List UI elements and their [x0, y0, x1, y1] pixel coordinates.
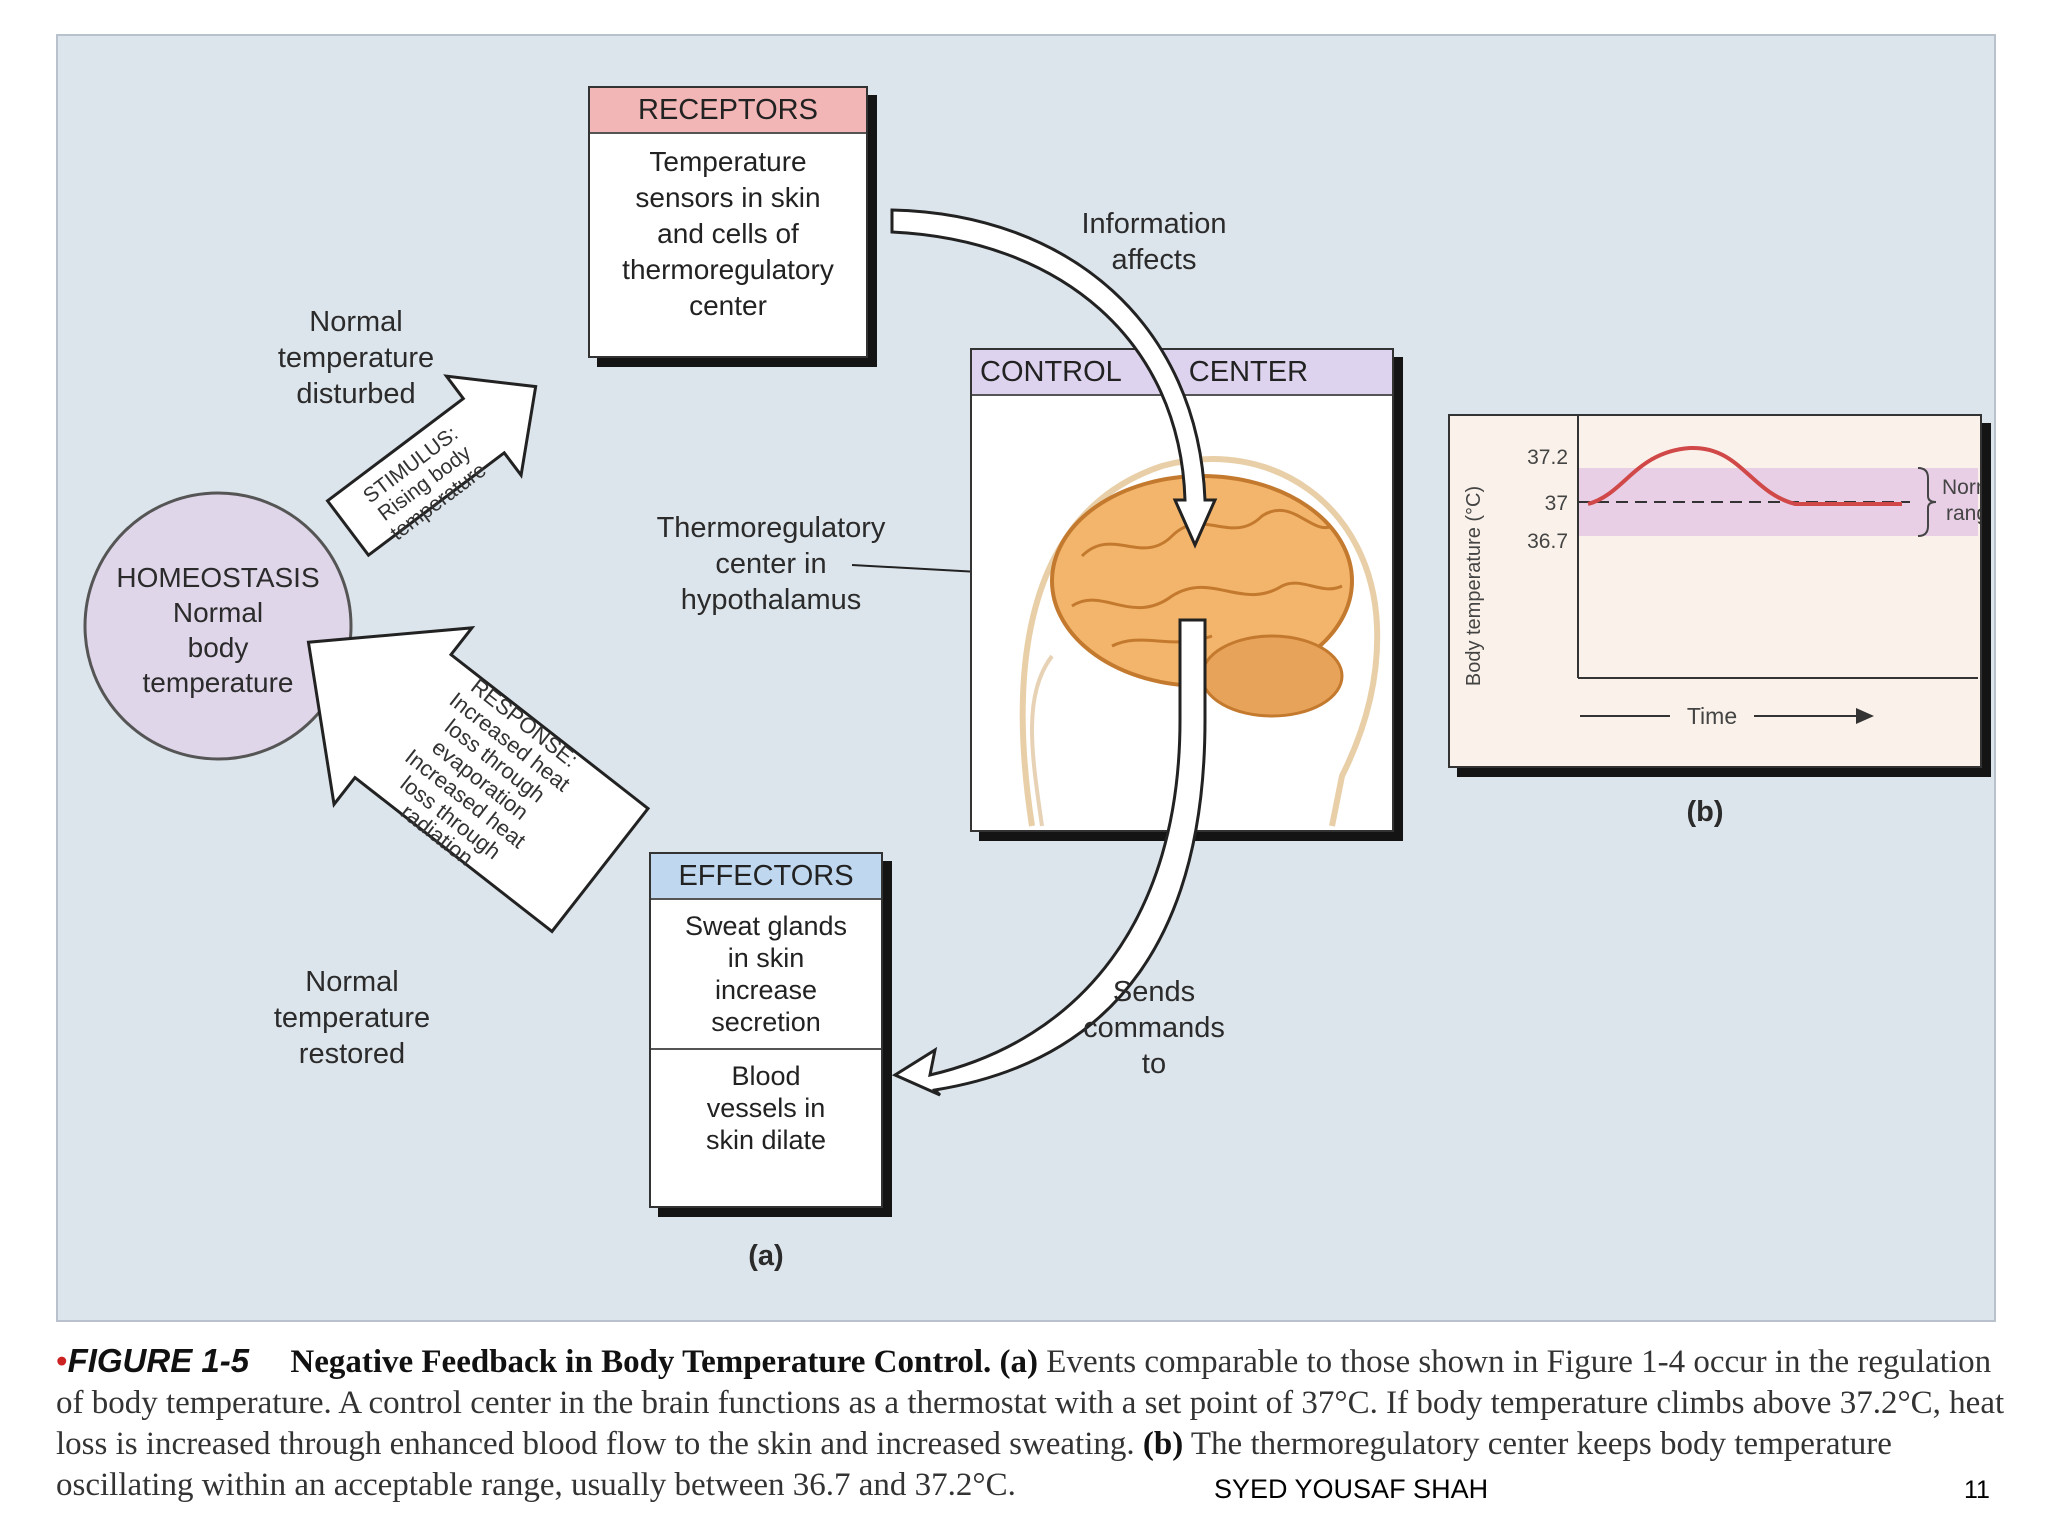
temperature-graph-box: 37.2 37 36.7 Body temperature (°C) Norma… [1448, 414, 2010, 768]
caption-text-b: The thermoregulatory center keeps body t… [56, 1426, 1892, 1503]
homeostasis-line-4: temperature [142, 667, 294, 698]
caption-a-marker: (a) [999, 1344, 1039, 1380]
stimulus-arrow: STIMULUS: Rising body temperature [325, 374, 538, 558]
sends-commands-line-2: commands [1083, 1012, 1225, 1044]
effectors-box: EFFECTORS Sweat glands in skin increase … [649, 852, 883, 1208]
receptors-line-3: and cells of [657, 218, 799, 249]
homeostasis-line-1: HOMEOSTASIS [116, 562, 320, 593]
range-brace [1917, 467, 1937, 537]
normal-disturbed-line-1: Normal [309, 306, 403, 338]
control-center-title-right: CENTER [1188, 356, 1309, 388]
effectors-cell-2: Blood vessels in skin dilate [651, 1050, 881, 1166]
information-affects-label: Information affects [1054, 206, 1254, 278]
range-label-2: range [1946, 502, 1980, 525]
receptors-line-4: thermoregulatory [622, 254, 834, 285]
sends-commands-line-1: Sends [1112, 976, 1196, 1008]
control-center-box: CONTROL CENTER [970, 348, 1394, 832]
author-footer: SYED YOUSAF SHAH [1214, 1474, 1489, 1505]
thermo-line-3: hypothalamus [680, 584, 862, 616]
caption-text-a: Events comparable to those shown in Figu… [56, 1344, 2005, 1462]
sends-commands-line-3: to [1141, 1048, 1167, 1080]
y-tick-37-2: 37.2 [1527, 446, 1568, 469]
receptors-box: RECEPTORS Temperature sensors in skin an… [588, 86, 868, 358]
normal-disturbed-line-3: disturbed [296, 378, 416, 410]
homeostasis-line-3: body [187, 632, 249, 663]
panel-b-label: (b) [1686, 796, 1724, 828]
normal-restored-line-3: restored [298, 1038, 406, 1070]
effectors-cell2-line-1: Blood [731, 1061, 801, 1091]
effectors-cell1-line-2: in skin [727, 943, 805, 973]
homeostasis-circle [83, 491, 353, 761]
effectors-cell2-line-3: skin dilate [705, 1125, 827, 1155]
face-outline [1030, 654, 1054, 827]
receptors-text: Temperature sensors in skin and cells of… [590, 134, 866, 334]
y-tick-36-7: 36.7 [1527, 530, 1568, 553]
time-arrowhead [1856, 708, 1874, 724]
caption-figure-number: FIGURE 1-5 [67, 1342, 250, 1379]
effectors-cell1-line-4: secretion [711, 1007, 821, 1037]
effectors-cell1-line-3: increase [714, 975, 818, 1005]
information-affects-line-1: Information [1081, 208, 1227, 240]
effectors-cell-1: Sweat glands in skin increase secretion [651, 900, 881, 1050]
temperature-graph: 37.2 37 36.7 Body temperature (°C) Norma… [1463, 416, 2010, 729]
temperature-curve [1587, 445, 1902, 506]
thermo-line-1: Thermoregulatory [656, 512, 886, 544]
panel-a-label: (a) [748, 1240, 784, 1272]
receptors-line-5: center [689, 290, 767, 321]
slide-number: 11 [1964, 1476, 1990, 1504]
caption-b-marker: (b) [1142, 1426, 1184, 1462]
effectors-title: EFFECTORS [651, 854, 881, 900]
caption-title: Negative Feedback in Body Temperature Co… [290, 1344, 992, 1380]
normal-restored-line-2: temperature [273, 1002, 431, 1034]
receptors-line-1: Temperature [649, 146, 807, 177]
normal-disturbed-line-2: temperature [277, 342, 435, 374]
normal-disturbed-label: Normal temperature disturbed [236, 304, 476, 412]
homeostasis-text: HOMEOSTASIS Normal body temperature [88, 560, 348, 700]
information-affects-line-2: affects [1111, 244, 1197, 276]
effectors-cell2-line-2: vessels in [706, 1093, 826, 1123]
receptors-line-2: sensors in skin [635, 182, 821, 213]
y-tick-37: 37 [1545, 492, 1568, 515]
y-axis-label: Body temperature (°C) [1463, 486, 1485, 686]
control-center-title-left: CONTROL [980, 356, 1121, 388]
x-axis-label: Time [1687, 703, 1737, 729]
thermo-line-2: center in [715, 548, 827, 580]
cerebellum [1200, 634, 1344, 718]
sends-commands-label: Sends commands to [1054, 974, 1254, 1082]
receptors-title: RECEPTORS [590, 88, 866, 134]
head-illustration [1019, 456, 1381, 827]
effectors-cell1-line-1: Sweat glands [684, 911, 848, 941]
range-label-1: Normal [1942, 476, 1980, 499]
caption-bullet: • [56, 1344, 68, 1380]
thermoregulatory-label: Thermoregulatory center in hypothalamus [626, 510, 916, 618]
control-center-title: CONTROL CENTER [972, 350, 1392, 396]
normal-restored-label: Normal temperature restored [232, 964, 472, 1072]
normal-restored-line-1: Normal [305, 966, 399, 998]
homeostasis-line-2: Normal [172, 597, 264, 628]
figure-caption: •FIGURE 1-5 Negative Feedback in Body Te… [56, 1340, 2006, 1506]
